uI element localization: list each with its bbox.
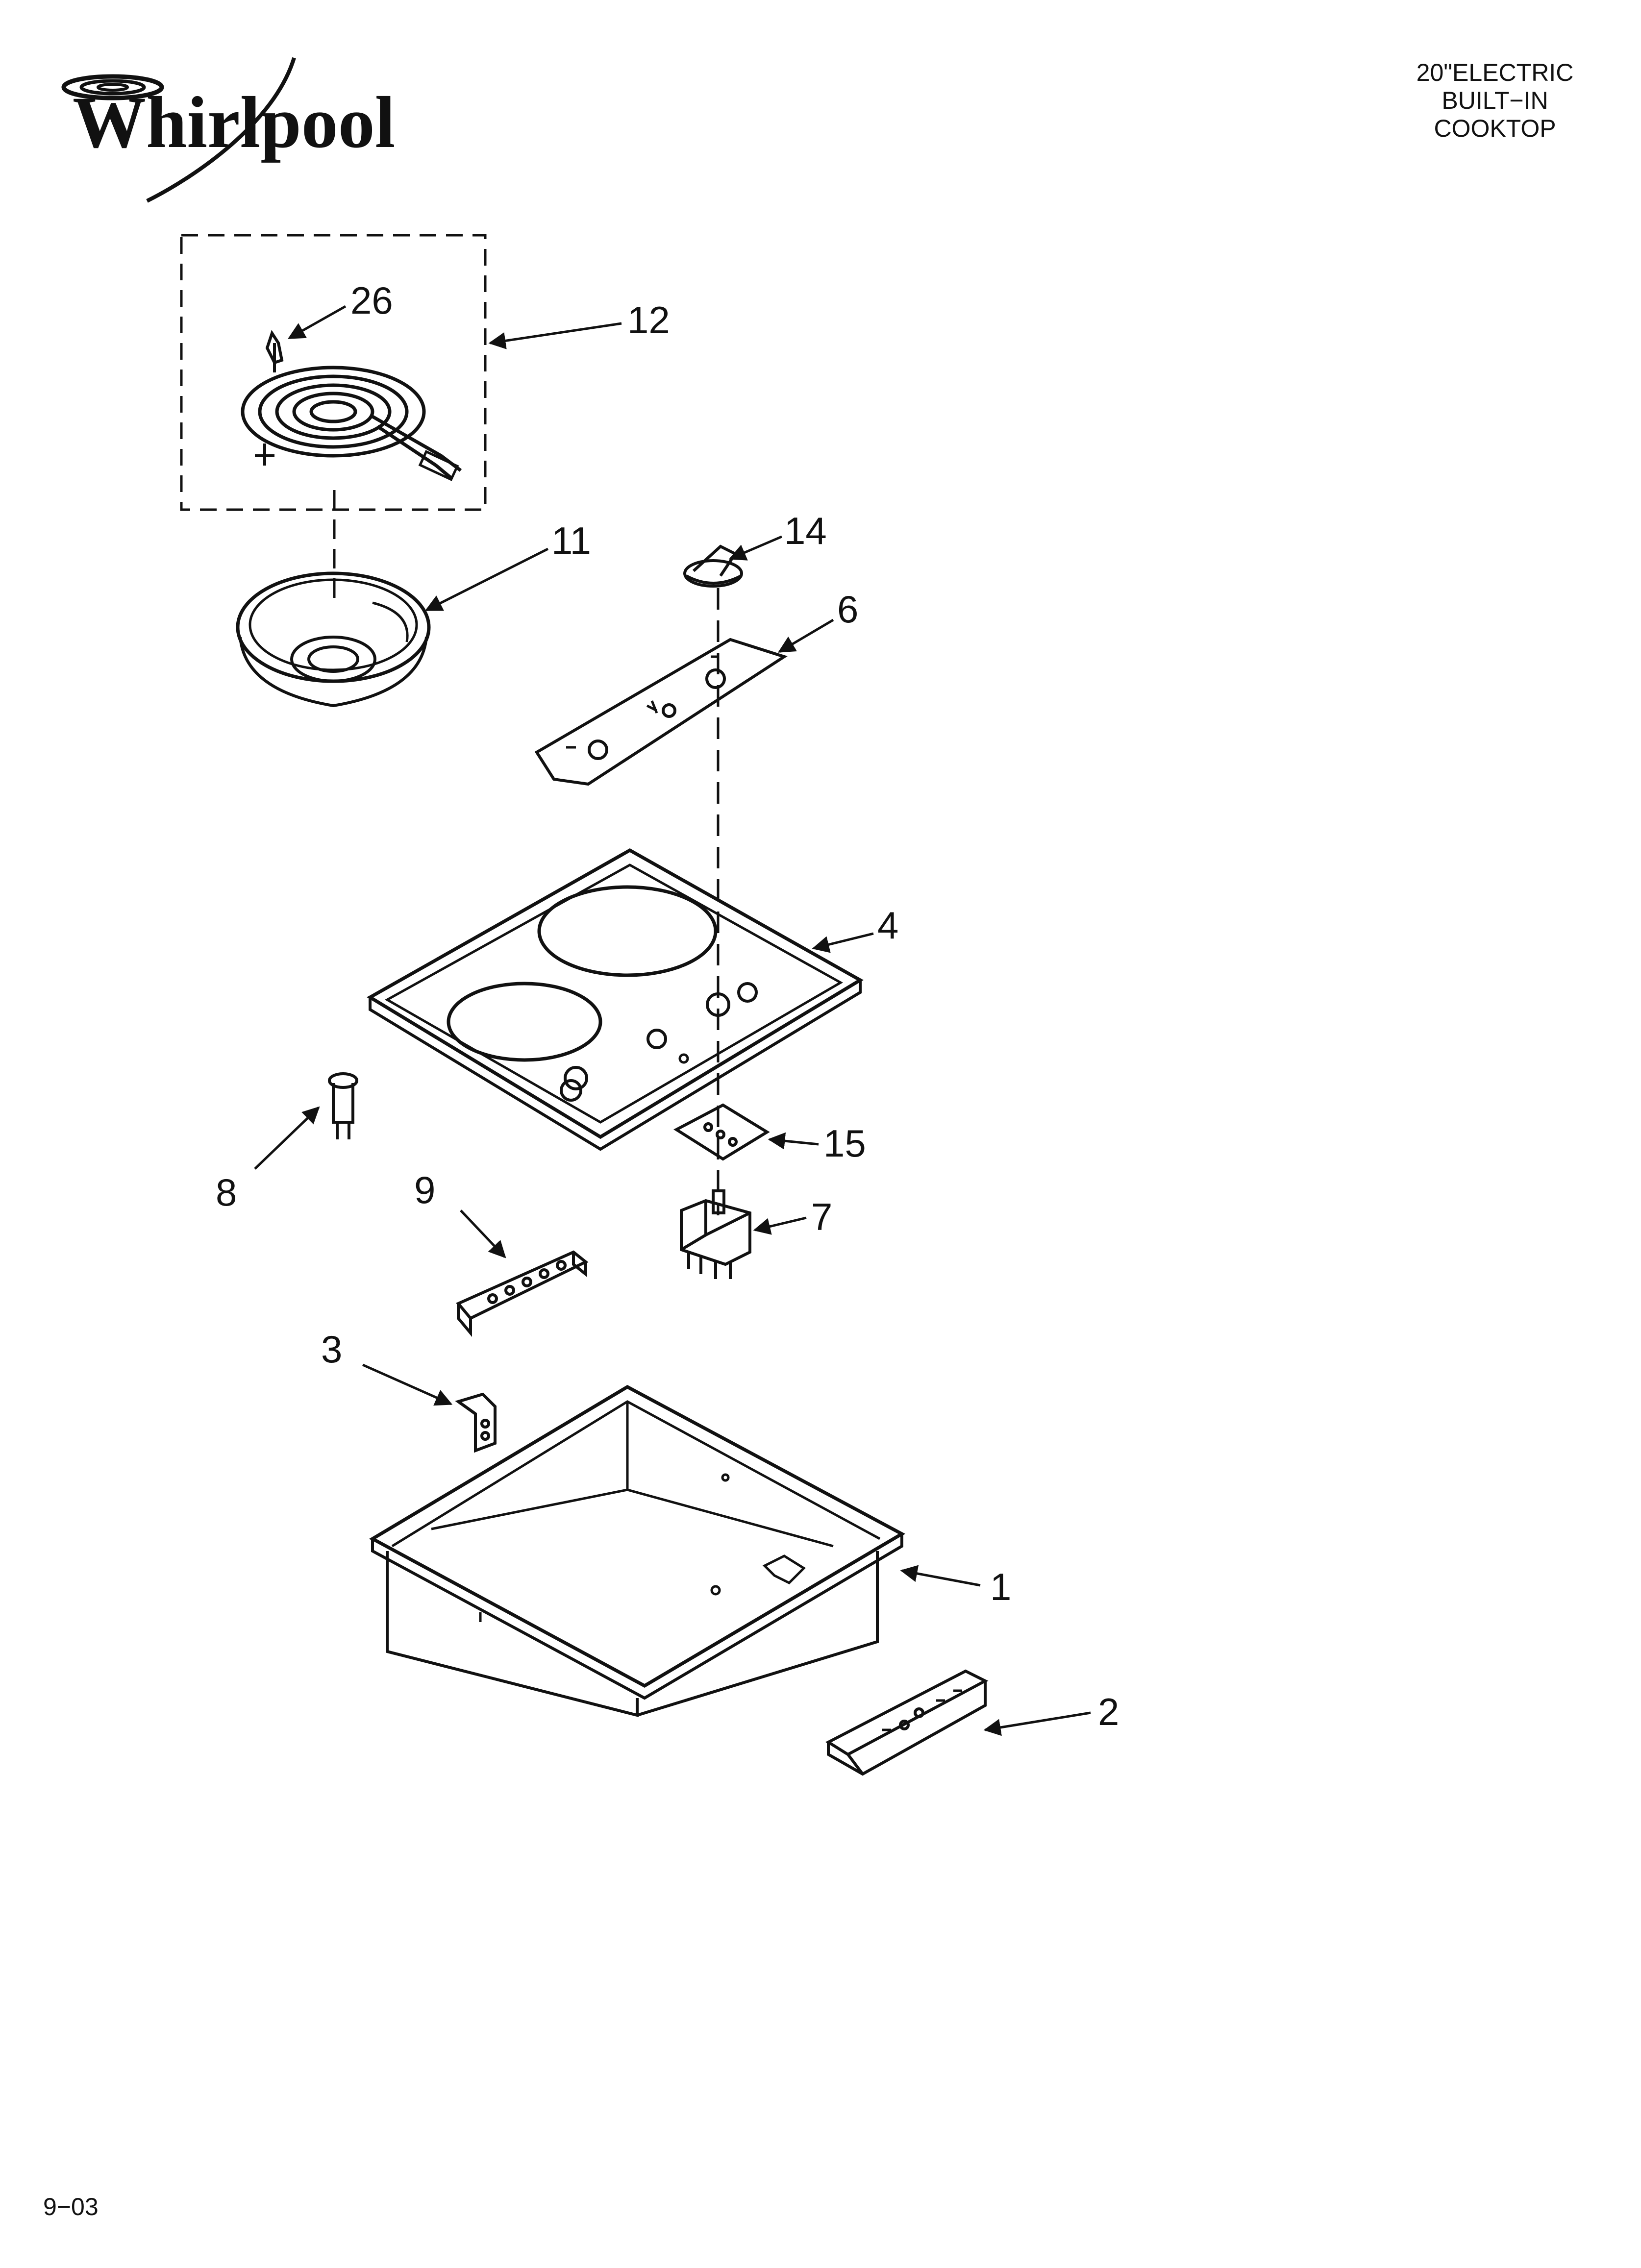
callout-11: 11	[551, 519, 591, 562]
leader-2	[983, 1711, 1091, 1736]
whirlpool-logo: Whirlpool	[61, 57, 395, 203]
callout-2: 2	[1098, 1690, 1119, 1733]
callout-9: 9	[414, 1168, 435, 1211]
leader-26	[287, 305, 347, 340]
callout-4: 4	[877, 904, 898, 947]
part-15-insulator-pad	[673, 1103, 770, 1161]
leader-4	[812, 932, 874, 953]
leader-8	[254, 1106, 320, 1170]
callout-7: 7	[811, 1195, 832, 1238]
leader-14	[728, 535, 782, 561]
brand-name: Whirlpool	[73, 82, 395, 163]
title-line-3: COOKTOP	[1434, 115, 1556, 142]
footer-code: 9−03	[43, 2193, 99, 2220]
title-line-1: 20"ELECTRIC	[1417, 59, 1574, 86]
part-9-light-bracket	[456, 1250, 589, 1337]
part-1-burner-box	[369, 1384, 906, 1717]
leader-6	[777, 618, 834, 653]
callout-26: 26	[350, 279, 393, 322]
leader-15	[768, 1132, 819, 1150]
callout-8: 8	[216, 1171, 237, 1214]
leader-7	[753, 1216, 807, 1235]
title-line-2: BUILT−IN	[1442, 87, 1548, 114]
part-4-cooktop	[367, 848, 864, 1151]
leader-3	[362, 1363, 453, 1406]
callout-3: 3	[321, 1328, 342, 1371]
part-26-bracket	[265, 330, 284, 365]
swirl-logo-icon	[61, 57, 296, 203]
callout-15: 15	[823, 1122, 866, 1165]
callout-14: 14	[784, 509, 827, 552]
leader-11	[424, 547, 549, 612]
callout-12: 12	[627, 298, 670, 342]
part-2-terminal-block	[825, 1669, 989, 1776]
leader-9	[460, 1209, 506, 1258]
part-6-control-panel	[534, 638, 788, 786]
leader-1	[900, 1565, 981, 1587]
coil-element	[241, 366, 426, 458]
part-11-drip-bowl	[236, 571, 431, 708]
part-7-infinite-switch	[680, 1189, 751, 1279]
part-3-mounting-bracket	[455, 1392, 497, 1453]
part-14-control-knob	[683, 544, 743, 588]
part-12-surface-element-group	[180, 234, 487, 511]
diagram-title: 20"ELECTRIC BUILT−IN COOKTOP	[1417, 59, 1574, 142]
part-8-indicator-light	[328, 1072, 358, 1139]
callout-6: 6	[837, 588, 858, 631]
leader-12	[488, 322, 622, 349]
callout-1: 1	[990, 1565, 1011, 1608]
